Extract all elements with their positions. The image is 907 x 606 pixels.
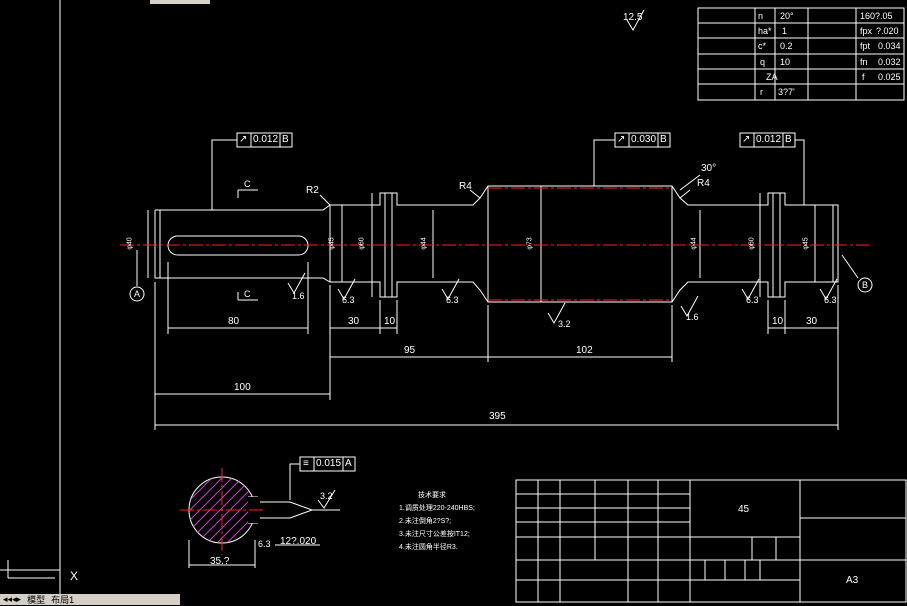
param-val-1: 20° xyxy=(780,11,794,21)
diameter-label: φ60 xyxy=(358,237,366,250)
note-item: 3.未注尺寸公差按IT12; xyxy=(399,531,470,538)
param-sym2-2: fpx xyxy=(860,26,873,36)
diameter-label: φ60 xyxy=(748,237,756,250)
param-val-4: 10 xyxy=(780,57,791,67)
tolerance-value: 0.012 xyxy=(253,134,279,145)
param-sym-6: r xyxy=(760,87,763,97)
center-line xyxy=(120,187,870,555)
notes-title: 技术要求 xyxy=(418,492,446,499)
roughness-label: 6.3 xyxy=(258,539,271,549)
diameter-label: φ45 xyxy=(802,237,810,250)
dimension-label: 35.? xyxy=(210,556,230,567)
note-item: 1.调质处理220-240HBS; xyxy=(399,505,475,512)
roughness-top: 12.5 xyxy=(623,12,643,23)
dimension-label: 30 xyxy=(348,316,360,327)
dimension-label: 80 xyxy=(228,316,240,327)
param-sym-2: ha* xyxy=(758,26,772,36)
dimension-label: 10 xyxy=(384,316,396,327)
dimension-label: 30 xyxy=(806,316,818,327)
dimension-label: 102 xyxy=(576,345,593,356)
param-sym2-3: fpt xyxy=(860,41,871,51)
tolerance-datum: B xyxy=(785,134,792,145)
param-val-6: 3?7' xyxy=(778,87,795,97)
layout-tabs: ◂◂◂▸ 模型 布局1 xyxy=(0,594,180,605)
roughness-label: 3.2 xyxy=(558,319,571,329)
param-val-2: 1 xyxy=(782,26,788,36)
tolerance-value: 0.012 xyxy=(756,134,782,145)
datum-label: B xyxy=(862,280,869,290)
param-val2-5: 0.025 xyxy=(878,72,901,82)
param-sym-4: q xyxy=(760,57,766,67)
param-sym2-5: f xyxy=(862,72,865,82)
roughness-label: 1.6 xyxy=(292,291,305,301)
runout-icon: ↗ xyxy=(617,134,626,145)
radius-label: R2 xyxy=(306,185,319,196)
roughness-label: 3.2 xyxy=(320,491,333,501)
param-val-5: ZA xyxy=(766,72,778,82)
diameter-label: φ40 xyxy=(126,237,134,250)
dimension-label: 100 xyxy=(234,382,251,393)
param-val2-1: 160?.05 xyxy=(860,11,893,21)
roughness-mark xyxy=(287,272,306,295)
angle-label: 30° xyxy=(701,163,717,174)
tolerance-value: 0.030 xyxy=(631,134,657,145)
dimension-label: 395 xyxy=(489,411,506,422)
roughness-label: 6.3 xyxy=(446,295,459,305)
param-sym-1: n xyxy=(758,11,764,21)
roughness-label: 1.6 xyxy=(686,312,699,322)
shaft-outline xyxy=(154,185,839,303)
section-label: C xyxy=(244,179,251,189)
radius-label: R4 xyxy=(697,178,710,189)
datum-label: A xyxy=(134,289,141,299)
dimension-label: 95 xyxy=(404,345,416,356)
note-item: 2.未注倒角2?S?; xyxy=(399,518,452,525)
dimension-label: 10 xyxy=(772,316,784,327)
runout-icon: ↗ xyxy=(239,134,248,145)
param-val2-3: 0.034 xyxy=(878,41,901,51)
dimension-label: 12?.020 xyxy=(280,536,317,547)
radius-label: R4 xyxy=(459,181,472,192)
tolerance-datum: A xyxy=(345,458,352,469)
tab-layout1[interactable]: 布局1 xyxy=(51,595,75,605)
tolerance-datum: B xyxy=(282,134,289,145)
roughness-label: 6.3 xyxy=(746,295,759,305)
window-edge xyxy=(150,0,210,4)
tolerance-datum: B xyxy=(660,134,667,145)
diameter-label: φ44 xyxy=(420,237,428,250)
sheet-size: A3 xyxy=(846,575,859,586)
tab-nav-icon[interactable]: ◂◂◂▸ xyxy=(3,594,22,604)
param-sym2-4: fn xyxy=(860,57,868,67)
roughness-label: 6.3 xyxy=(342,295,355,305)
runout-icon: ↗ xyxy=(742,134,751,145)
symmetry-icon: ≡ xyxy=(303,458,309,469)
roughness-label: 6.3 xyxy=(824,295,837,305)
param-val2-2: ?.020 xyxy=(876,26,899,36)
param-val2-4: 0.032 xyxy=(878,57,901,67)
section-label: C xyxy=(244,289,251,299)
note-item: 4.未注圆角半径R3. xyxy=(399,544,458,551)
diameter-label: φ45 xyxy=(328,237,336,250)
param-val-3: 0.2 xyxy=(780,41,793,51)
tab-model[interactable]: 模型 xyxy=(27,595,46,605)
diameter-label: φ44 xyxy=(690,237,698,250)
material-number: 45 xyxy=(738,504,750,515)
tolerance-value: 0.015 xyxy=(316,458,342,469)
diameter-label: φ73 xyxy=(526,237,534,250)
title-block xyxy=(515,479,907,603)
ucs-x-label: X xyxy=(70,569,79,583)
param-sym-3: c* xyxy=(758,41,767,51)
